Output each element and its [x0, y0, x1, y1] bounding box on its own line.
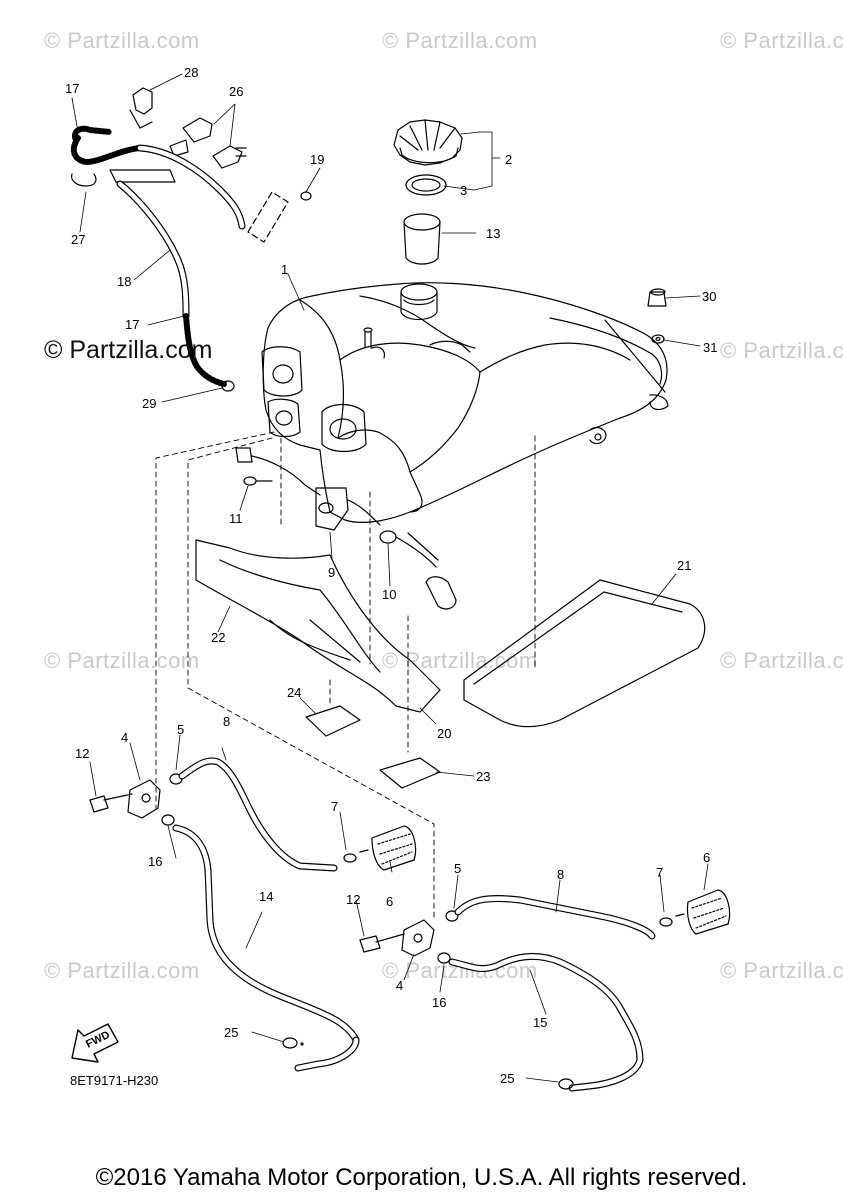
callout-4: 4: [121, 730, 128, 745]
callout-16: 16: [432, 995, 446, 1010]
watermark: © Partzilla.com: [720, 648, 843, 673]
watermark: © Partzilla.com: [720, 28, 843, 53]
callout-7: 7: [656, 865, 663, 880]
callout-20: 20: [437, 726, 451, 741]
callout-3: 3: [460, 183, 467, 198]
callout-29: 29: [142, 396, 156, 411]
callout-13: 13: [486, 226, 500, 241]
callout-30: 30: [702, 289, 716, 304]
callout-18: 18: [117, 274, 131, 289]
right-fuel-valve-group: [300, 889, 731, 1092]
callout-17: 17: [65, 81, 79, 96]
callout-9: 9: [328, 565, 335, 580]
callout-1: 1: [281, 262, 288, 277]
callout-27: 27: [71, 232, 85, 247]
callout-4: 4: [396, 978, 403, 993]
watermark-overlay: © Partzilla.com: [44, 336, 213, 364]
callout-11: 11: [229, 511, 243, 526]
fuel-cap-assembly: [393, 119, 463, 265]
callout-14: 14: [259, 889, 273, 904]
watermark: © Partzilla.com: [720, 958, 843, 983]
callout-12: 12: [346, 892, 360, 907]
callout-5: 5: [177, 722, 184, 737]
callout-8: 8: [557, 867, 564, 882]
callout-25: 25: [500, 1071, 514, 1086]
assembly-leader-lines: [155, 431, 536, 919]
heat-shields: [195, 539, 706, 789]
callout-8: 8: [223, 714, 230, 729]
watermark: © Partzilla.com: [720, 338, 843, 363]
callout-22: 22: [211, 630, 225, 645]
small-fasteners: [647, 288, 667, 344]
callout-6: 6: [386, 894, 393, 909]
callout-15: 15: [533, 1015, 547, 1030]
callout-25: 25: [224, 1025, 238, 1040]
watermark: © Partzilla.com: [44, 648, 200, 673]
diagram-reference-code: 8ET9171-H230: [70, 1073, 159, 1088]
callout-numbers: 1 2 3 4 4 5 5 6 6 7 7 8 8 9 10 11 12 12 …: [65, 65, 717, 1086]
breather-hoses: [70, 87, 312, 392]
copyright-notice: ©2016 Yamaha Motor Corporation, U.S.A. A…: [95, 1164, 748, 1191]
fwd-arrow-icon: FWD: [71, 1023, 119, 1063]
callout-leaders: [71, 73, 709, 1083]
callout-28: 28: [184, 65, 198, 80]
callout-19: 19: [310, 152, 324, 167]
callout-24: 24: [287, 685, 301, 700]
callout-6: 6: [703, 850, 710, 865]
fuel-sender: [235, 447, 457, 610]
watermark: © Partzilla.com: [382, 28, 538, 53]
callout-7: 7: [331, 799, 338, 814]
callout-21: 21: [677, 558, 691, 573]
callout-12: 12: [75, 746, 89, 761]
callout-16: 16: [148, 854, 162, 869]
fuel-tank: [261, 282, 669, 523]
left-fuel-valve-group: [89, 757, 417, 1072]
callout-17: 17: [125, 317, 139, 332]
callout-10: 10: [382, 587, 396, 602]
callout-31: 31: [703, 340, 717, 355]
callout-26: 26: [229, 84, 243, 99]
callout-2: 2: [505, 152, 512, 167]
watermark: © Partzilla.com: [44, 28, 200, 53]
callout-5: 5: [454, 861, 461, 876]
callout-23: 23: [476, 769, 490, 784]
watermark: © Partzilla.com: [44, 958, 200, 983]
